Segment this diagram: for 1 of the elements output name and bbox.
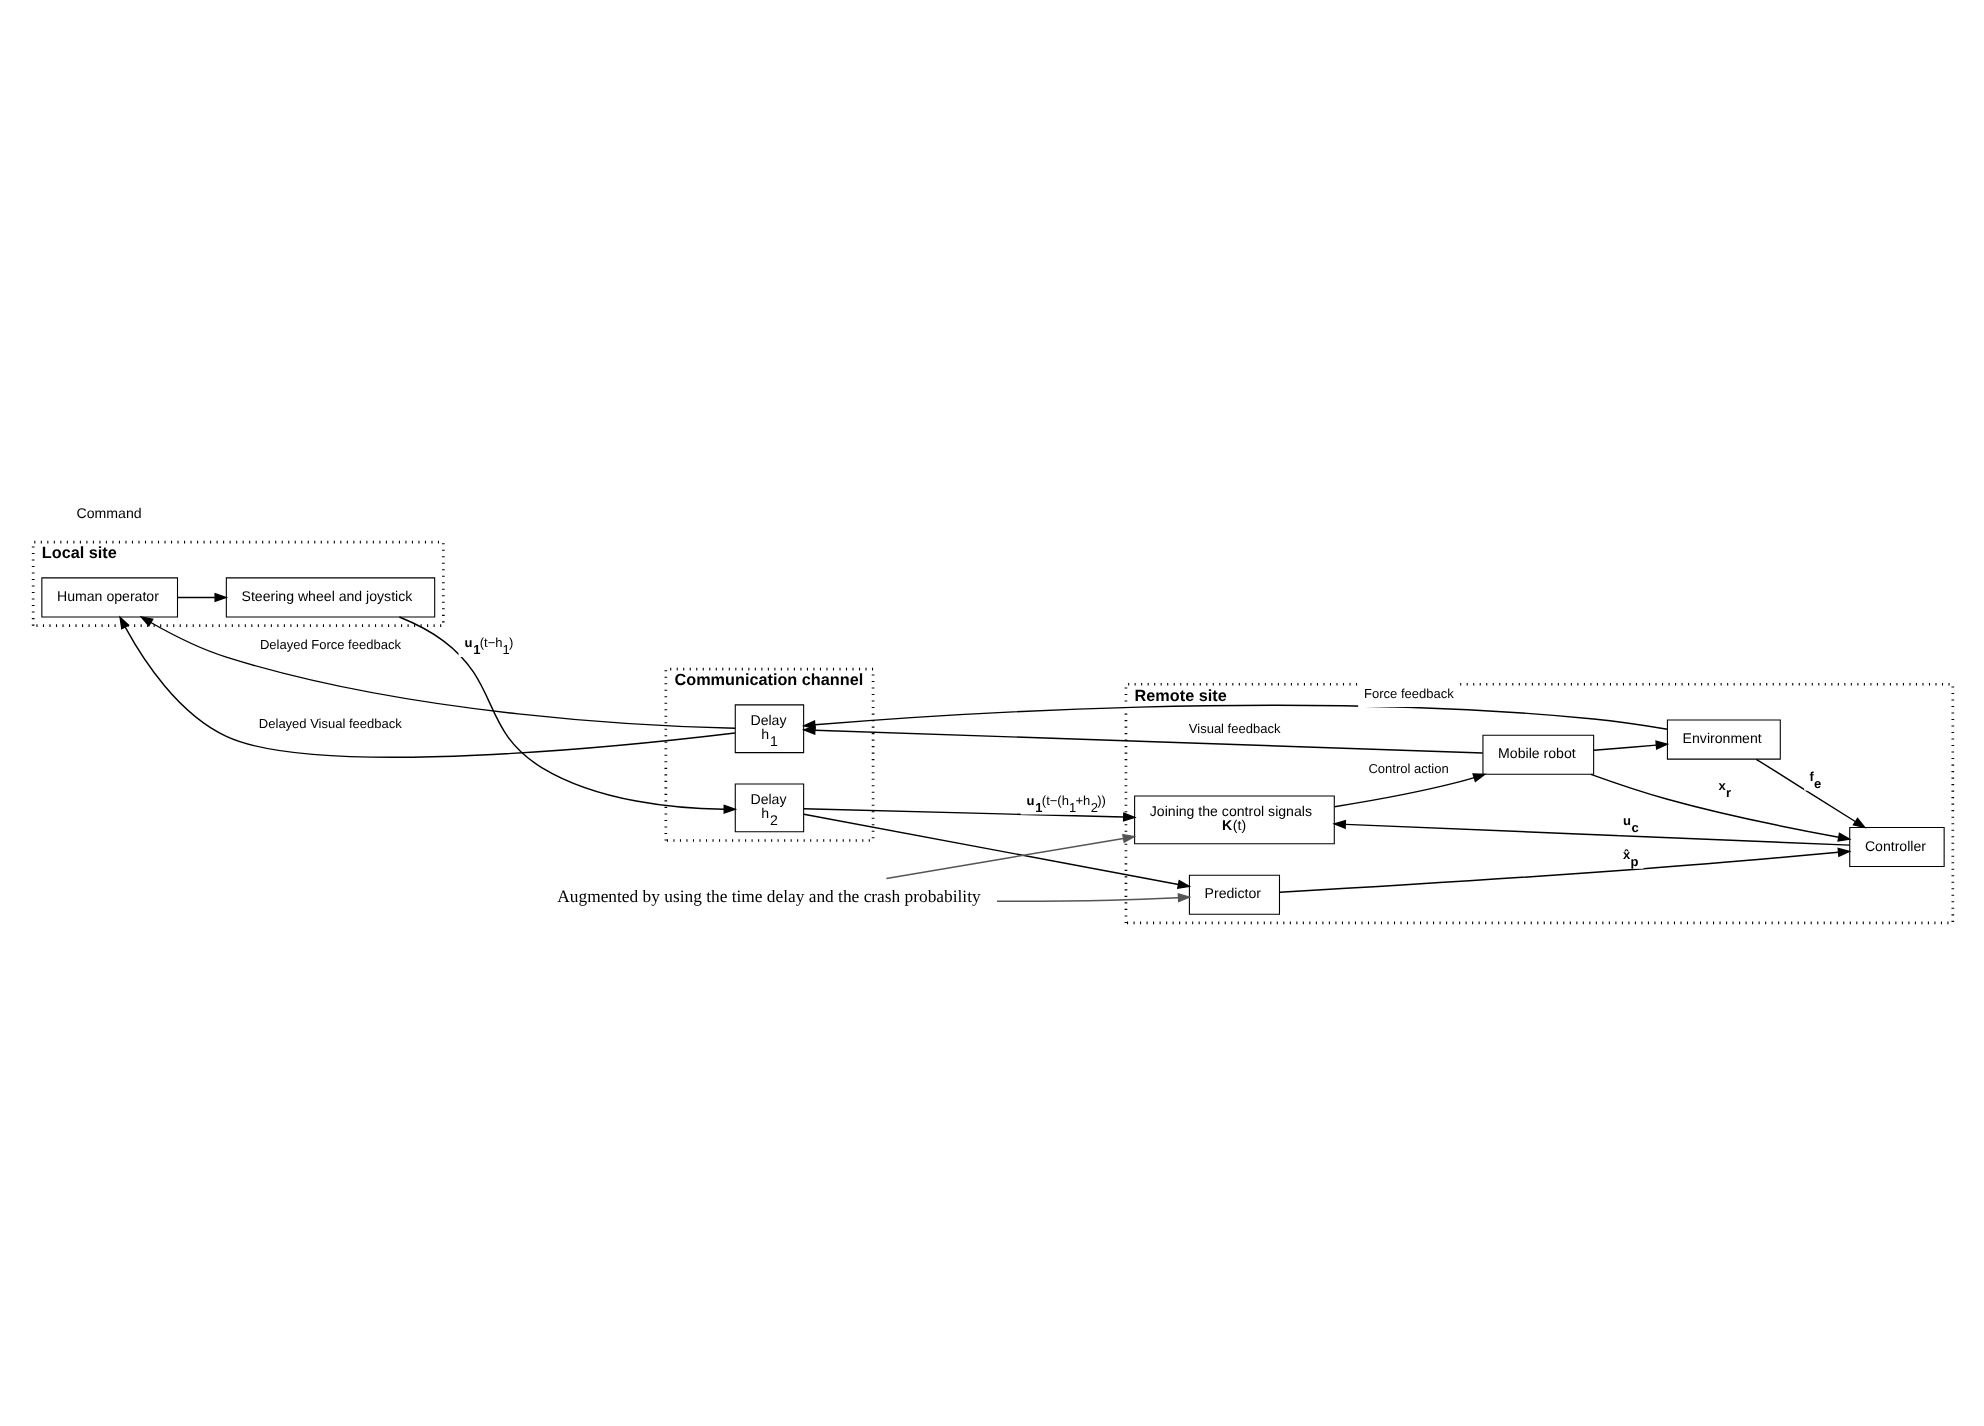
node-text: Augmented by using the time delay and the crash probability xyxy=(556,886,980,907)
